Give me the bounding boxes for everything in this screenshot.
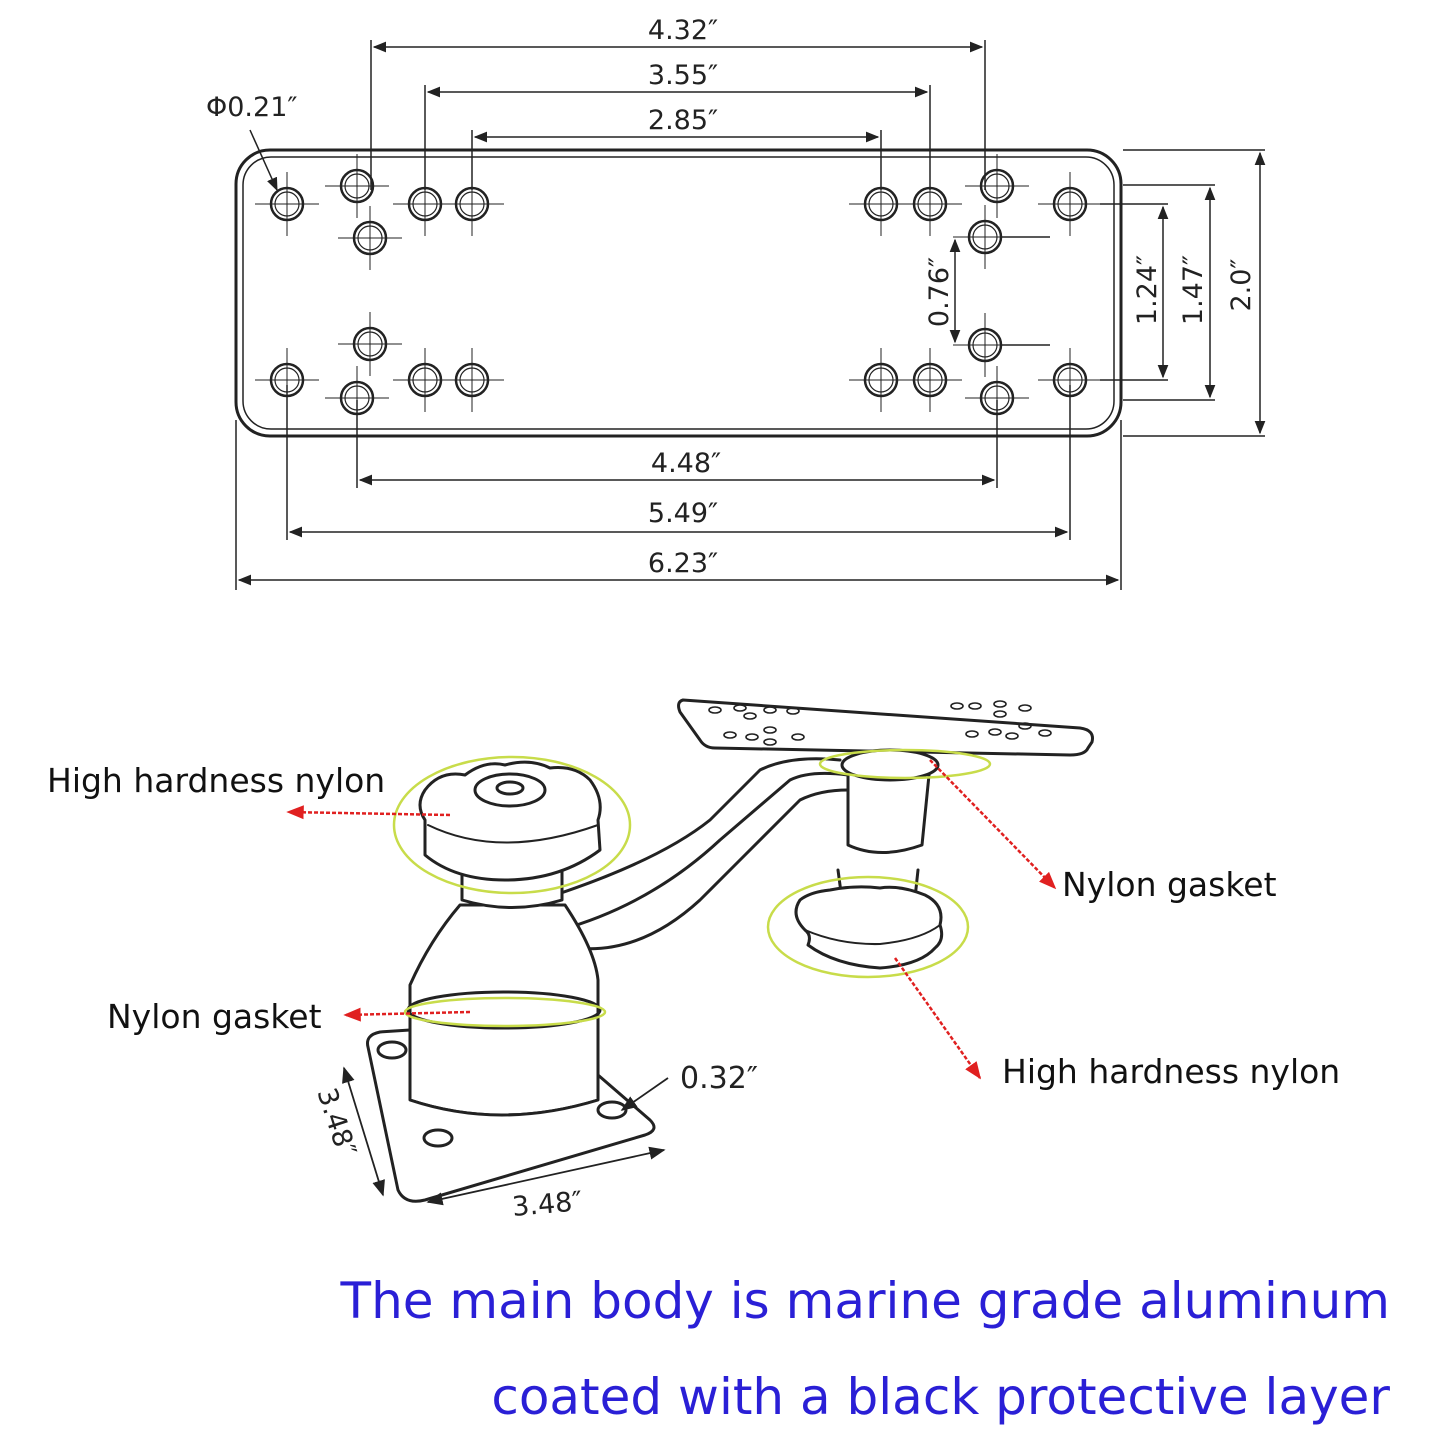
label-4-32: 4.32″ <box>648 15 718 46</box>
plate-hole <box>965 154 1029 218</box>
plate-hole <box>1038 172 1102 236</box>
plate-drawing <box>234 148 1123 438</box>
highlight-base-gasket <box>403 996 607 1028</box>
plate-hole <box>255 172 319 236</box>
mount-arm <box>553 757 850 951</box>
highlight-top-knob <box>392 755 632 895</box>
label-5-49: 5.49″ <box>648 498 718 529</box>
mount-right-column <box>846 763 932 854</box>
mount-top-knob <box>418 760 602 882</box>
mount-labels: High hardness nylon Nylon gasket Nylon g… <box>47 761 1340 1223</box>
plate-holes <box>255 154 1102 430</box>
label-gasket-top: Nylon gasket <box>1062 865 1277 904</box>
label-4-48: 4.48″ <box>651 448 721 479</box>
callout-arrows <box>286 759 1057 1080</box>
mount-plate-holes <box>708 700 1052 746</box>
plate-hole <box>325 154 389 218</box>
mount-illustration <box>366 698 1094 1203</box>
dim-line-base-depth <box>342 1066 385 1197</box>
mount-lower-knob <box>794 885 944 970</box>
label-hole-diameter: Φ0.21″ <box>206 92 297 123</box>
plate-hole <box>338 206 402 270</box>
highlights <box>392 748 992 1028</box>
label-base-hole: 0.32″ <box>680 1061 758 1096</box>
label-base-depth: 3.48″ <box>310 1084 361 1160</box>
base-dimensions <box>342 1066 669 1206</box>
arrow-lower-knob <box>893 957 982 1080</box>
label-1-47: 1.47″ <box>1178 255 1209 325</box>
highlight-top-gasket <box>818 748 992 780</box>
plate-hole <box>440 348 504 412</box>
mount-top-plate <box>677 698 1094 757</box>
label-knob-top: High hardness nylon <box>47 761 385 800</box>
plate-hole <box>898 348 962 412</box>
plate-inner-outline <box>242 156 1115 430</box>
arrow-top-knob <box>286 805 451 820</box>
dim-line-base-width <box>426 1146 666 1206</box>
plate-dimension-labels: Φ0.21″ 4.32″ 3.55″ 2.85″ 4.48″ 5.49″ 6.2… <box>206 15 1257 579</box>
highlight-lower-knob <box>766 875 970 979</box>
plate-dimensions <box>235 40 1266 590</box>
label-gasket-base: Nylon gasket <box>107 997 322 1036</box>
plate-hole <box>338 312 402 376</box>
caption-line-1: The main body is marine grade aluminum <box>340 1272 1390 1330</box>
base-hole-leader <box>620 1077 669 1111</box>
mount-left-column <box>408 903 600 1117</box>
arrow-base-gasket <box>343 1007 471 1022</box>
plate-outline <box>234 148 1123 438</box>
label-1-24: 1.24″ <box>1132 255 1163 325</box>
label-0-76: 0.76″ <box>924 257 955 327</box>
label-2-0: 2.0″ <box>1226 258 1257 311</box>
label-3-55: 3.55″ <box>648 60 718 91</box>
label-6-23: 6.23″ <box>648 548 718 579</box>
label-base-width: 3.48″ <box>511 1186 584 1223</box>
label-2-85: 2.85″ <box>648 105 718 136</box>
hole-leader <box>249 129 278 192</box>
arrow-top-gasket <box>929 759 1057 890</box>
caption-line-2: coated with a black protective layer <box>491 1368 1390 1426</box>
label-knob-lower: High hardness nylon <box>1002 1052 1340 1091</box>
